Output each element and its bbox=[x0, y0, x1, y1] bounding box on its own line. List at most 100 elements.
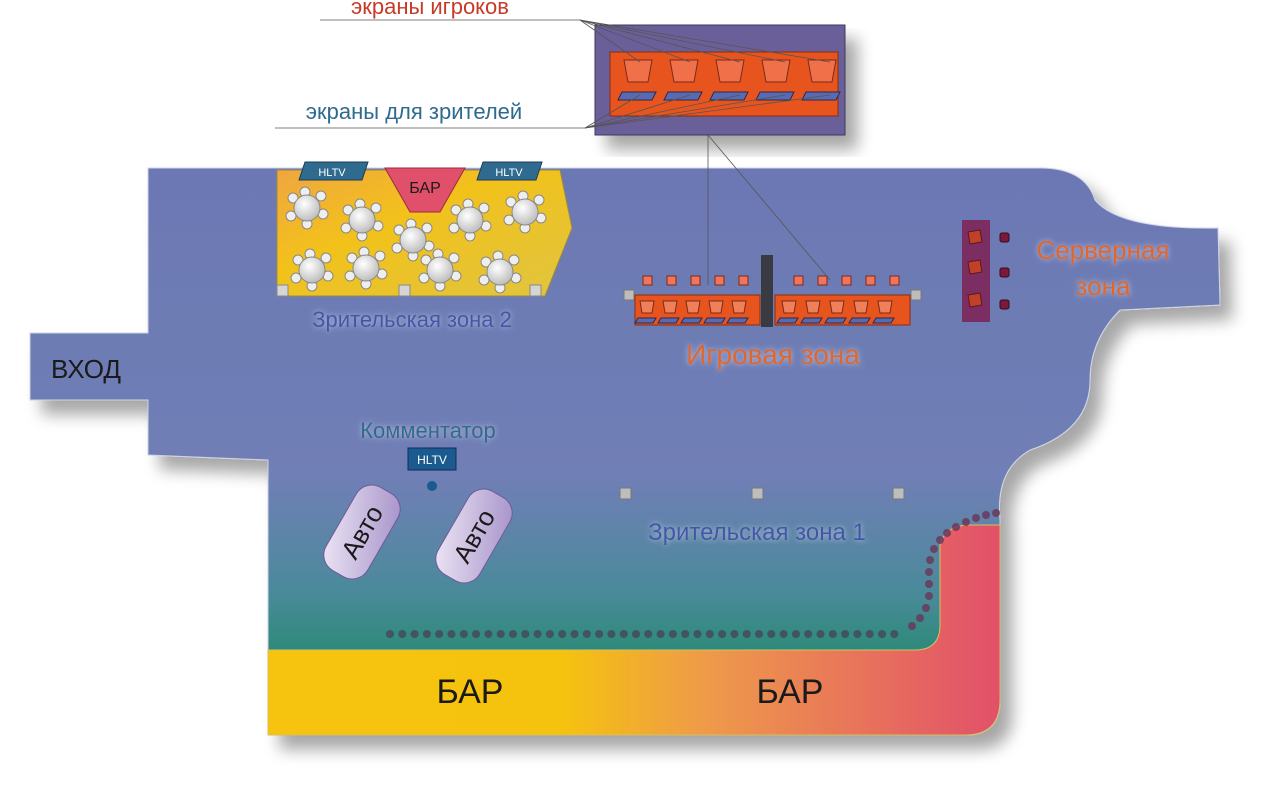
hltv-screen-commentator: HLTV bbox=[407, 447, 457, 471]
lounge-marker bbox=[398, 284, 411, 297]
lounge-marker bbox=[529, 284, 542, 297]
lounge-chair bbox=[391, 242, 403, 254]
bar-stool bbox=[681, 630, 690, 638]
lounge-table-group bbox=[391, 218, 435, 262]
bar-stool bbox=[925, 592, 933, 600]
bar-stool bbox=[644, 630, 653, 638]
bar-stool bbox=[779, 630, 788, 638]
viewer-zone-2-label: Зрительская зона 2 bbox=[312, 307, 512, 332]
lounge-chair bbox=[478, 274, 490, 286]
viewer-screens-callout: экраны для зрителей bbox=[306, 99, 522, 124]
lounge-table bbox=[348, 206, 376, 234]
player-chair bbox=[690, 275, 701, 286]
game-zone-marker bbox=[910, 289, 922, 301]
inset-monitor bbox=[623, 59, 653, 83]
player-keyboard bbox=[800, 317, 823, 324]
bar-stool bbox=[459, 630, 468, 638]
inset-keyboard bbox=[663, 91, 703, 101]
bar-stool bbox=[767, 630, 776, 638]
player-chair bbox=[738, 275, 749, 286]
inset-monitor bbox=[761, 59, 791, 83]
player-chair bbox=[889, 275, 900, 286]
player-chair bbox=[841, 275, 852, 286]
bar-stool bbox=[962, 518, 970, 526]
bar-stool bbox=[828, 630, 837, 638]
bar-stool bbox=[916, 614, 924, 622]
game-chairs bbox=[623, 275, 922, 324]
lounge-table bbox=[486, 258, 514, 286]
game-zone-label: Игровая зона bbox=[686, 339, 860, 370]
lounge-chair bbox=[448, 252, 460, 264]
server-unit bbox=[967, 259, 983, 275]
lounge-chair bbox=[340, 222, 352, 234]
server-unit-port bbox=[999, 299, 1010, 310]
bar-stool bbox=[718, 630, 727, 638]
server-unit-port bbox=[999, 232, 1010, 243]
player-keyboard bbox=[776, 317, 799, 324]
inset-keyboard bbox=[709, 91, 749, 101]
bar-stool bbox=[435, 630, 444, 638]
player-keyboard bbox=[657, 317, 680, 324]
bar-stool bbox=[791, 630, 800, 638]
bar-stool bbox=[570, 630, 579, 638]
bar-stool bbox=[656, 630, 665, 638]
lounge-tables bbox=[285, 186, 547, 294]
player-chair bbox=[793, 275, 804, 286]
lounge-table bbox=[426, 256, 454, 284]
inset-keyboard bbox=[617, 91, 657, 101]
zone-1-marker bbox=[619, 487, 632, 500]
hltv-left-label: HLTV bbox=[318, 167, 346, 179]
hltv-commentator-label: HLTV bbox=[417, 453, 447, 467]
lounge-table bbox=[293, 194, 321, 222]
player-chair bbox=[642, 275, 653, 286]
lounge-chair bbox=[478, 202, 490, 214]
bar-stool bbox=[816, 630, 825, 638]
lounge-table bbox=[456, 206, 484, 234]
bar-stool bbox=[410, 630, 419, 638]
inset-monitor bbox=[715, 59, 745, 83]
bar-stool bbox=[545, 630, 554, 638]
player-monitor bbox=[829, 300, 845, 314]
lounge-chair bbox=[503, 214, 515, 226]
bar-stool bbox=[804, 630, 813, 638]
hltv-screen-left: HLTV bbox=[298, 161, 369, 181]
lounge-table-group bbox=[478, 250, 522, 294]
player-monitor bbox=[853, 300, 869, 314]
hltv-right-label: HLTV bbox=[495, 167, 523, 179]
bar-stool bbox=[865, 630, 874, 638]
bar-stool bbox=[693, 630, 702, 638]
lounge-chair bbox=[315, 190, 327, 202]
player-monitor bbox=[877, 300, 893, 314]
lounge-table-group bbox=[448, 198, 492, 242]
lounge-chair bbox=[344, 270, 356, 282]
commentator-seat bbox=[427, 481, 437, 491]
lounge-chair bbox=[370, 202, 382, 214]
bar-stool bbox=[509, 630, 517, 638]
game-divider bbox=[761, 255, 773, 327]
player-keyboard bbox=[703, 317, 726, 324]
player-monitor bbox=[662, 300, 678, 314]
lounge-table-group bbox=[418, 248, 462, 292]
lounge-chair bbox=[374, 250, 386, 262]
bar-stool bbox=[925, 568, 933, 576]
lounge-chair bbox=[418, 272, 430, 284]
bar-stool bbox=[496, 630, 505, 638]
bar-stools bbox=[386, 509, 1000, 638]
bar-stool bbox=[607, 630, 616, 638]
player-keyboard bbox=[726, 317, 749, 324]
lounge-table-group bbox=[340, 198, 384, 242]
server-zone-label-2: зона bbox=[1076, 271, 1131, 301]
lounge-chair bbox=[320, 252, 332, 264]
bar-stool bbox=[926, 556, 934, 564]
commentator-label: Комментатор bbox=[360, 418, 496, 443]
server-unit-port bbox=[999, 267, 1010, 278]
lounge-marker bbox=[276, 284, 289, 297]
zone-1-marker bbox=[751, 487, 764, 500]
bar-stool bbox=[705, 630, 714, 638]
lounge-chair bbox=[421, 222, 433, 234]
player-monitor bbox=[639, 300, 655, 314]
player-keyboard bbox=[824, 317, 847, 324]
bar-stool bbox=[386, 630, 394, 638]
lounge-chair bbox=[290, 272, 302, 284]
